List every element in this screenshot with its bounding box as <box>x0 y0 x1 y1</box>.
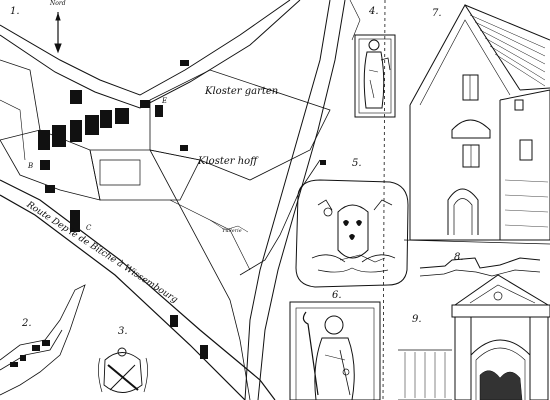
road-main <box>0 179 276 400</box>
panel-number-4: 4. <box>369 6 379 17</box>
label-tuilerie: Tuilerie <box>222 228 242 234</box>
building-blocks <box>38 60 326 359</box>
panel-number-8: 8. <box>454 252 464 263</box>
figure-abbot-relief <box>289 301 381 400</box>
panel-number-9: 9. <box>412 314 422 325</box>
label-letter-b: B <box>28 162 34 170</box>
figure-portal-gateway <box>398 274 550 400</box>
panel-number-7: 7. <box>432 8 442 19</box>
panel-number-5: 5. <box>352 158 362 169</box>
figure-saint-niche <box>354 34 396 118</box>
inset-village-plan <box>0 284 86 396</box>
figure-carved-stone-arms <box>295 179 409 288</box>
panel-separators <box>382 0 386 400</box>
label-kloster-hoff: Kloster hoff <box>198 156 258 167</box>
figure-chapel-elevation <box>403 4 550 245</box>
site-map <box>0 0 386 400</box>
figure-moulding-profile <box>419 257 541 277</box>
panel-number-2: 2. <box>22 318 32 329</box>
label-kloster-garten: Kloster garten <box>205 86 279 97</box>
label-letter-c: C <box>86 224 92 232</box>
panel-number-1: 1. <box>10 6 20 17</box>
north-label: Nord <box>50 0 66 7</box>
panel-number-3: 3. <box>118 326 128 337</box>
panel-number-6: 6. <box>332 290 342 301</box>
label-letter-e: E <box>162 97 168 105</box>
north-arrow-icon <box>54 12 62 54</box>
inset-coat-of-arms <box>98 347 148 393</box>
